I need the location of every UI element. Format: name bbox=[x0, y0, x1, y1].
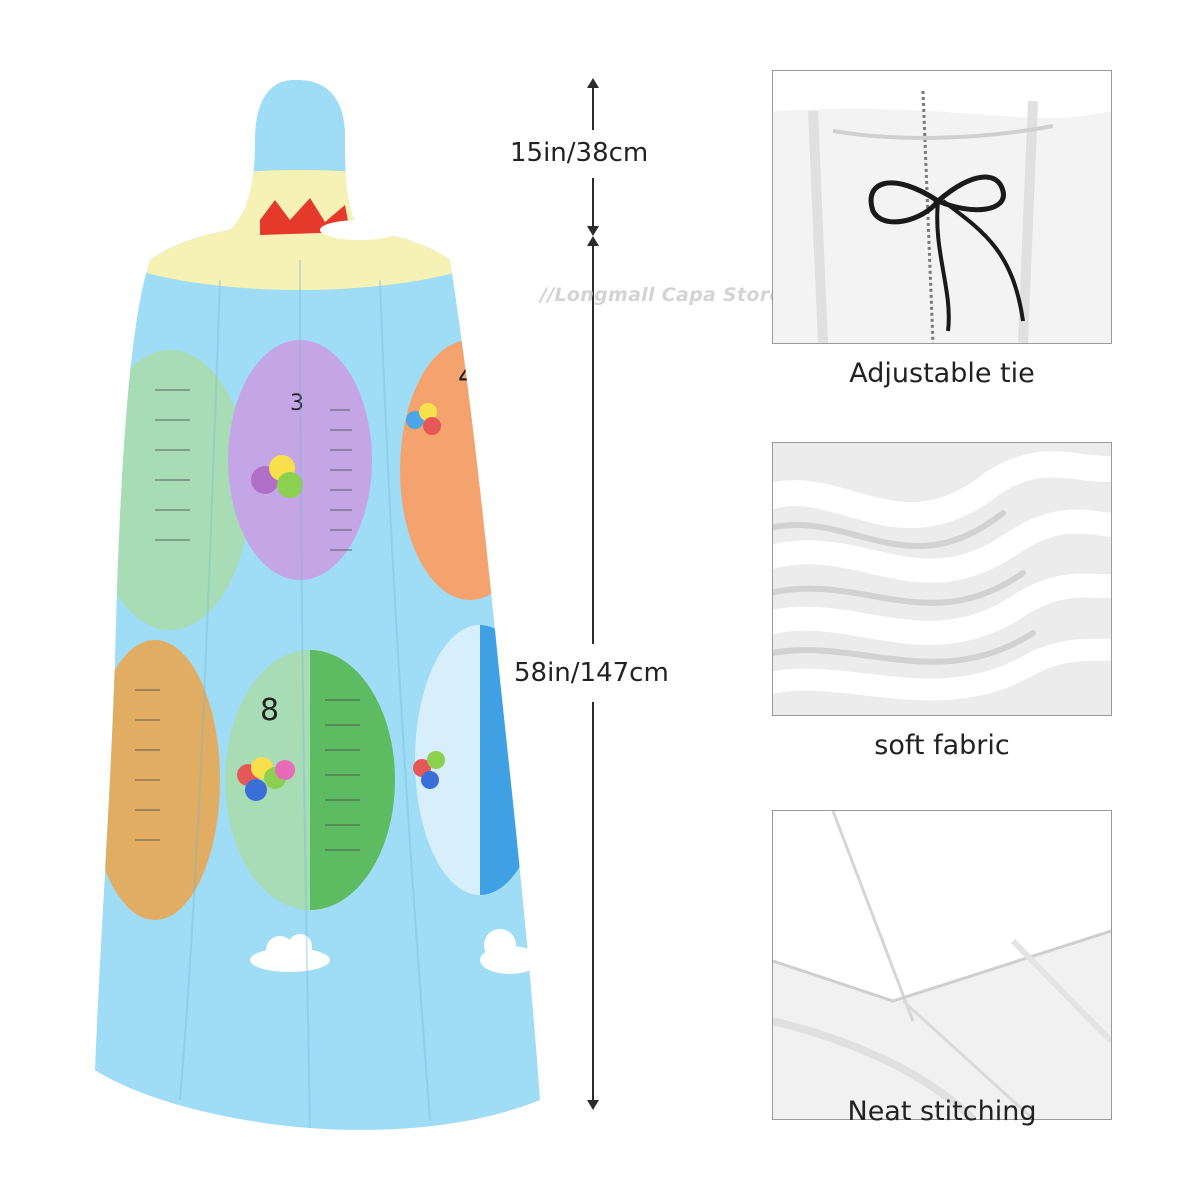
body-line-upper bbox=[592, 246, 594, 644]
cloak-illustration: 3 4 8 bbox=[95, 79, 540, 1131]
hood-arrow-top bbox=[587, 78, 599, 88]
caption-soft-fabric: soft fabric bbox=[874, 730, 1010, 761]
balloon-purple bbox=[228, 340, 372, 580]
clouds bbox=[250, 220, 540, 974]
stitching-illustration bbox=[773, 811, 1111, 1119]
caption-neat-stitching: Neat stitching bbox=[847, 1096, 1037, 1127]
hood-line-lower bbox=[592, 178, 594, 226]
balloon-green-left bbox=[95, 350, 250, 630]
balloon-cluster-2 bbox=[406, 403, 441, 435]
cloak-number-3: 3 bbox=[290, 391, 304, 416]
balloon-orange bbox=[400, 340, 540, 600]
fabric-illustration bbox=[773, 443, 1111, 715]
cloak-number-8: 8 bbox=[260, 693, 279, 728]
detail-photo-fabric bbox=[772, 442, 1112, 716]
cloak-number-4: 4 bbox=[458, 359, 476, 392]
body-line-lower bbox=[592, 702, 594, 1100]
body-length-label: 58in/147cm bbox=[514, 658, 669, 688]
cloak-image: 3 4 8 bbox=[60, 60, 550, 1150]
hood-line-upper bbox=[592, 88, 594, 130]
caption-adjustable-tie: Adjustable tie bbox=[849, 358, 1035, 389]
cloak-folds bbox=[179, 259, 431, 1131]
balloon-cluster-4 bbox=[413, 751, 445, 789]
body-arrow-bottom bbox=[587, 1100, 599, 1110]
detail-photo-stitching bbox=[772, 810, 1112, 1120]
hood-length-label: 15in/38cm bbox=[510, 138, 649, 168]
hood-arrow-bottom bbox=[587, 226, 599, 236]
times-table-marks bbox=[135, 389, 360, 851]
balloon-cluster-3 bbox=[237, 757, 295, 801]
balloon-cluster-1 bbox=[251, 455, 303, 498]
detail-photo-tie bbox=[772, 70, 1112, 344]
body-arrow-top bbox=[587, 236, 599, 246]
tie-illustration bbox=[773, 71, 1111, 343]
